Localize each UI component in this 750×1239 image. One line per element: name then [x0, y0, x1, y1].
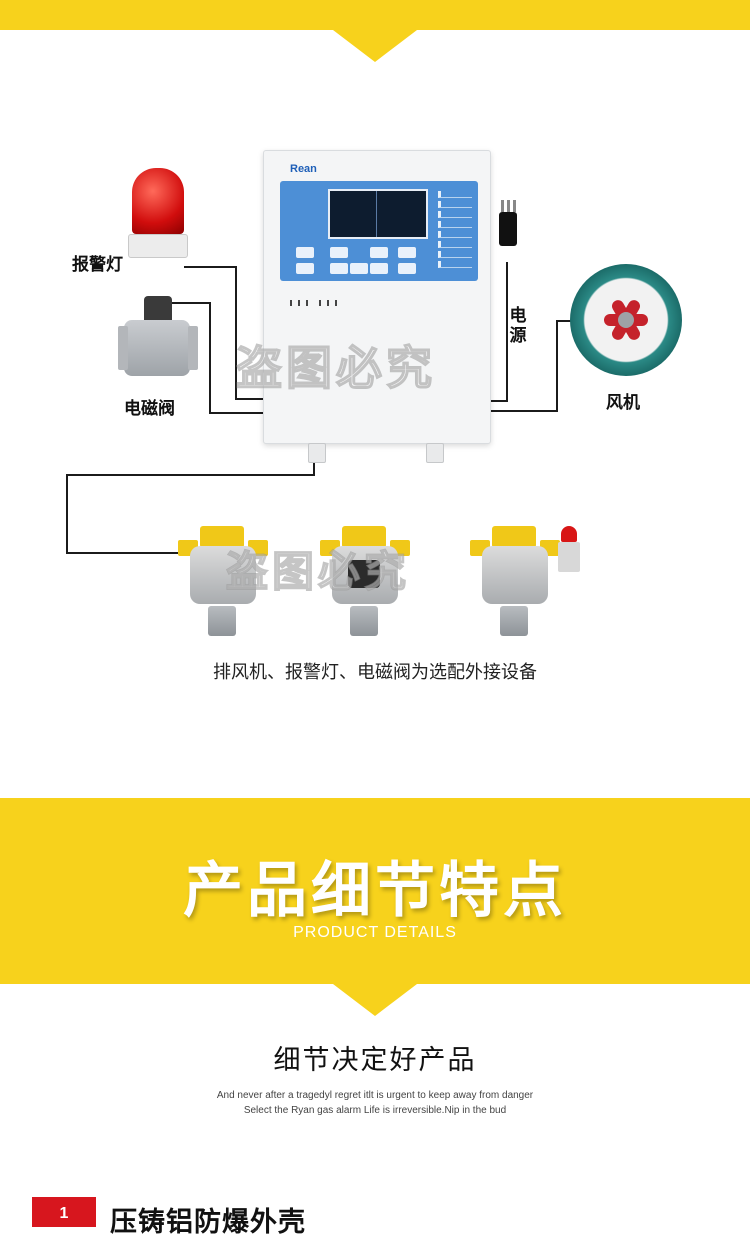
feature-number-badge: 1	[32, 1197, 96, 1227]
key	[330, 263, 348, 274]
gas-detector-icon	[178, 526, 268, 638]
wire-valve-v	[209, 302, 211, 414]
wire-bus-v	[66, 474, 68, 554]
key	[398, 247, 416, 258]
wire-beacon-v	[235, 266, 237, 400]
wire-valve-in	[209, 412, 265, 414]
wire-valve-h	[160, 302, 210, 304]
wire-bus-drop	[313, 454, 315, 476]
controller-brand: Rean	[290, 163, 317, 175]
key	[296, 263, 314, 274]
details-banner-title: 产品细节特点	[183, 857, 567, 924]
controller-panel	[280, 181, 478, 281]
label-solenoid-valve: 电磁阀	[124, 399, 175, 418]
wire-fan-v	[556, 320, 558, 412]
key	[330, 247, 348, 258]
gas-detector-icon	[470, 526, 580, 638]
english-line-2: Select the Ryan gas alarm Life is irreve…	[243, 1105, 507, 1116]
key	[370, 263, 388, 274]
gas-detector-icon	[320, 526, 410, 638]
cable-gland	[308, 443, 326, 463]
details-banner	[0, 798, 750, 984]
watermark-bottom: 盗图必究	[225, 546, 411, 597]
key	[370, 247, 388, 258]
solenoid-valve-icon	[118, 290, 198, 382]
controller-keypad	[294, 245, 424, 277]
english-line-1: And never after a tragedyl regret itlt i…	[216, 1090, 534, 1101]
wire-power-in	[490, 400, 508, 402]
label-alarm-light: 报警灯	[72, 255, 123, 274]
watermark-top: 盗图必究	[235, 340, 436, 396]
top-notch-decoration	[333, 30, 417, 62]
detector-beacon-icon	[558, 526, 580, 574]
optional-equipment-note: 排风机、报警灯、电磁阀为选配外接设备	[213, 662, 537, 682]
wire-fan-h	[490, 410, 558, 412]
key	[350, 263, 368, 274]
slogan: 细节决定好产品	[273, 1045, 477, 1075]
alarm-beacon-icon	[128, 168, 188, 268]
wiring-diagram: Rean	[0, 70, 750, 710]
wire-beacon-in	[235, 398, 265, 400]
feature-title: 压铸铝防爆外壳	[110, 1207, 306, 1237]
controller-status-leds	[438, 191, 472, 271]
exhaust-fan-icon	[570, 264, 682, 376]
label-power: 电源	[509, 306, 527, 345]
wire-bus-top	[66, 474, 314, 476]
cable-gland	[426, 443, 444, 463]
banner-notch-decoration	[333, 984, 417, 1016]
key	[398, 263, 416, 274]
wire-fan-in	[556, 320, 574, 322]
power-plug-icon	[494, 200, 522, 266]
label-fan: 风机	[606, 393, 640, 412]
key	[296, 247, 314, 258]
wire-power-v	[506, 262, 508, 402]
wire-beacon-h	[184, 266, 236, 268]
feature-number: 1	[59, 1205, 69, 1222]
controller-screen	[328, 189, 428, 239]
wire-bus-bottom	[66, 552, 186, 554]
top-yellow-band	[0, 0, 750, 30]
gas-alarm-controller: Rean	[263, 150, 491, 463]
controller-terminal-marks	[290, 291, 350, 306]
details-banner-subtitle: PRODUCT DETAILS	[293, 924, 457, 941]
